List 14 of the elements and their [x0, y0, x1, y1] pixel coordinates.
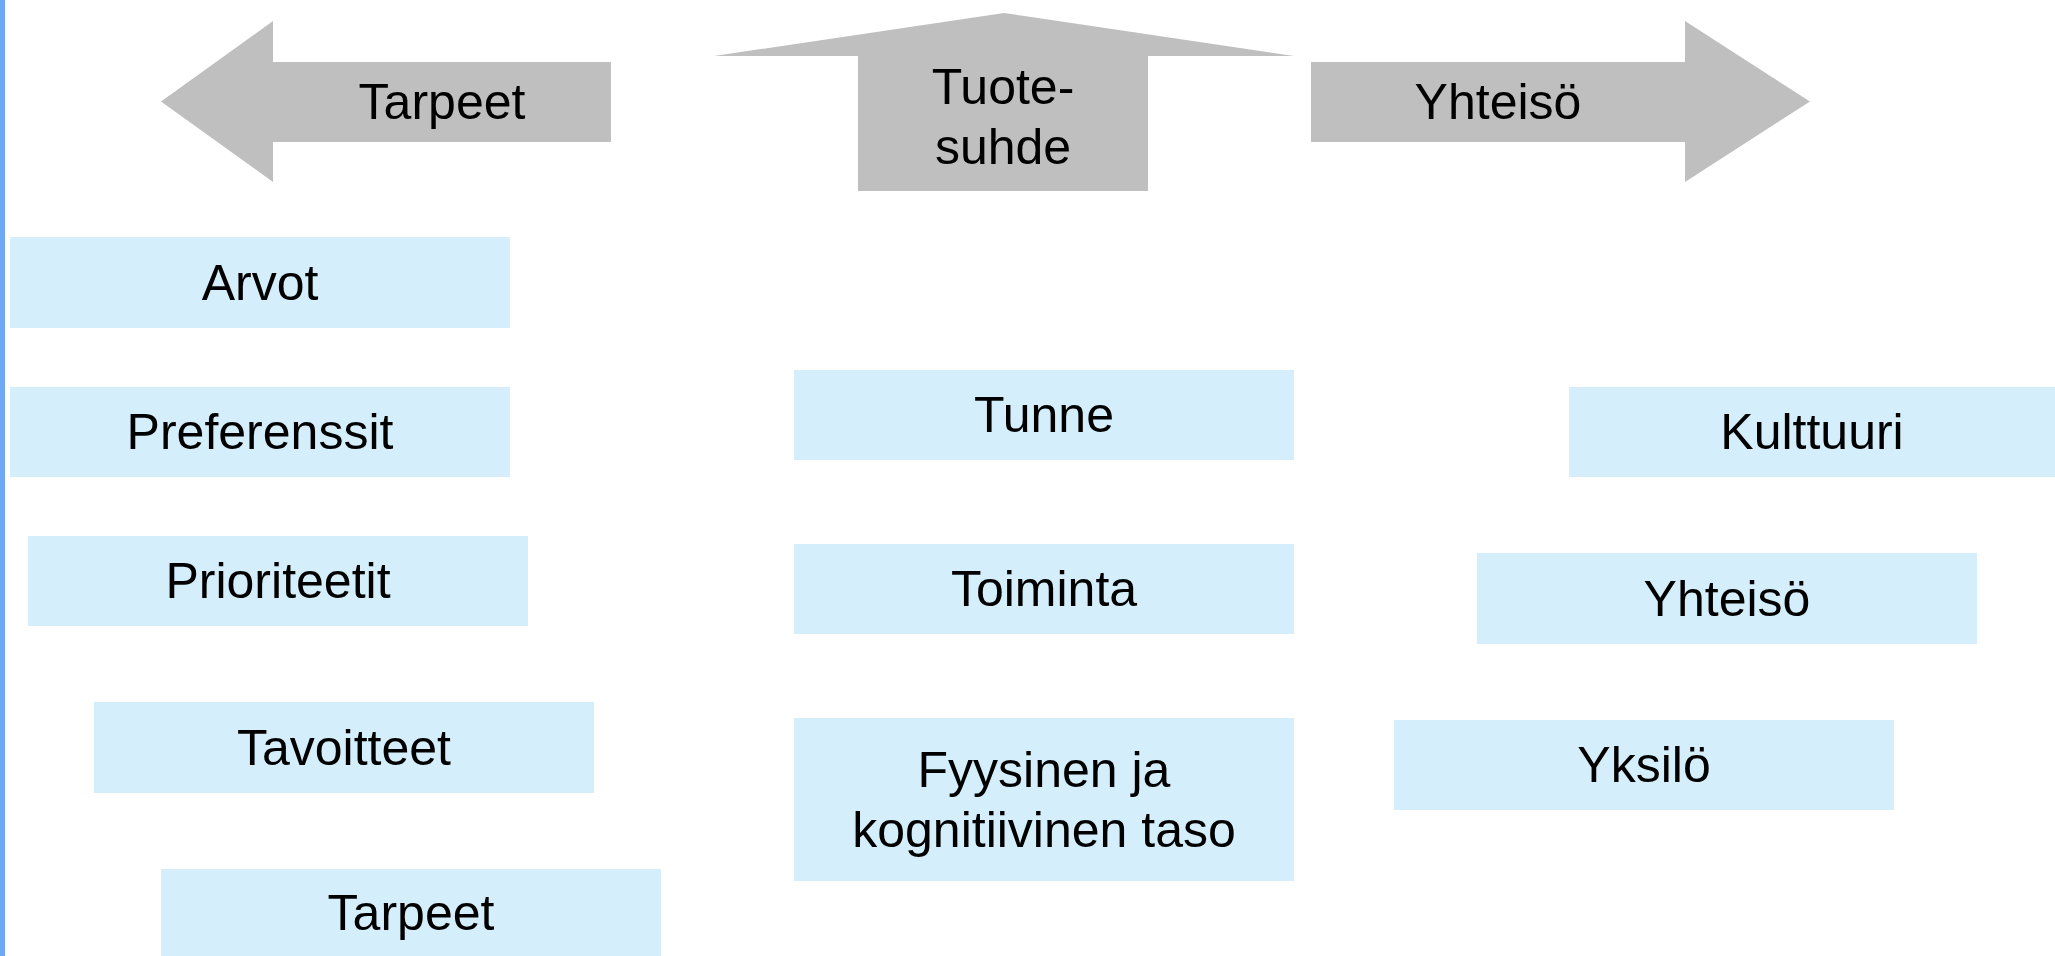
category-box: Toiminta — [794, 544, 1294, 634]
category-box: Tunne — [794, 370, 1294, 460]
category-box: Prioriteetit — [28, 536, 528, 626]
category-box: Fyysinen ja kognitiivinen taso — [794, 718, 1294, 881]
category-box: Arvot — [10, 237, 510, 328]
category-box: Tarpeet — [161, 869, 661, 956]
arrow-label: Yhteisö — [1414, 73, 1582, 132]
category-box: Tavoitteet — [94, 702, 594, 793]
category-box: Yksilö — [1394, 720, 1894, 810]
arrow-label: Tuote- suhde — [930, 58, 1076, 177]
category-box: Yhteisö — [1477, 553, 1977, 644]
category-box: Kulttuuri — [1569, 387, 2055, 477]
category-box: Preferenssit — [10, 387, 510, 477]
arrow-label: Tarpeet — [358, 73, 526, 132]
